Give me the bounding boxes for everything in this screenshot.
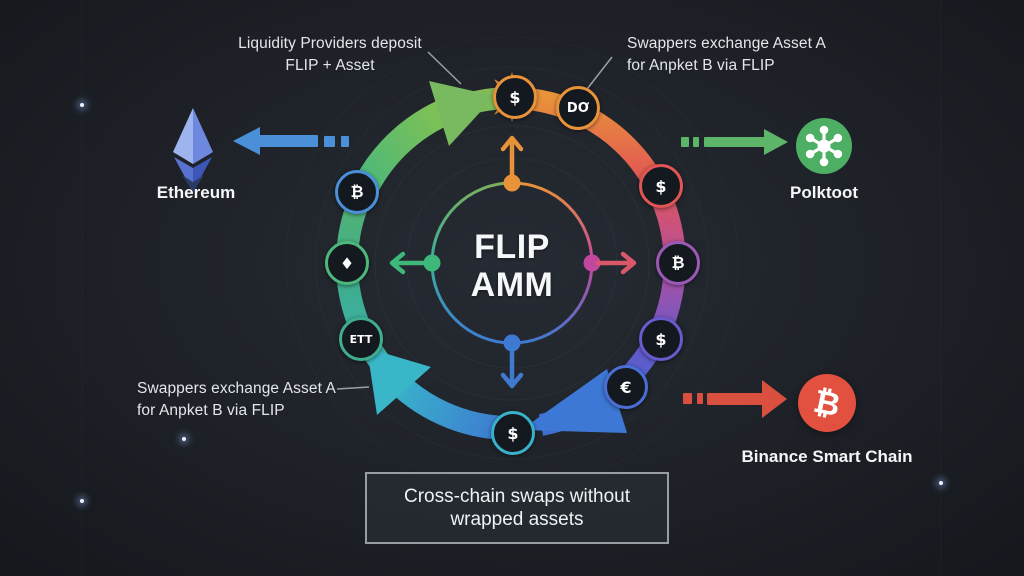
bsc-arrow-dash <box>697 393 703 404</box>
bsc-label: Binance Smart Chain <box>741 447 913 466</box>
inner-arrow-left <box>389 251 429 275</box>
polkadot-arrow-body <box>704 137 766 147</box>
inner-dot-left <box>423 254 441 272</box>
polkadot-arrow-dash <box>681 137 689 147</box>
star-dot <box>182 437 186 441</box>
annotation-line: for Anpket B via FLIP <box>137 402 285 419</box>
annotation-line: FLIP + Asset <box>285 57 375 74</box>
annotation-line: Liquidity Providers deposit <box>238 35 422 52</box>
teal-flow-arrowhead <box>367 348 431 415</box>
bsc-node-icon: ₿ <box>798 374 856 432</box>
pointer-line-top-right <box>583 56 613 94</box>
center-title: FLIP AMM <box>412 228 612 304</box>
badge-eth-token: ♦ <box>325 241 369 285</box>
ethereum-arrow-body <box>258 135 318 147</box>
center-title-line2: AMM <box>470 266 554 304</box>
star-dot <box>80 103 84 107</box>
green-flow-arrowhead <box>429 81 495 146</box>
bitcoin-glyph-icon: ₿ <box>810 381 844 425</box>
footer-line1: Cross-chain swaps without <box>404 486 630 507</box>
badge-bitcoin-right: ₿ <box>656 241 700 285</box>
inner-arrow-down <box>500 346 524 389</box>
inner-dot-bottom <box>503 334 521 352</box>
pointer-line-bottom-left <box>336 386 370 390</box>
ethereum-arrowhead-icon <box>233 127 260 155</box>
badge-euro: € <box>604 365 648 409</box>
polkadot-arrow-dash <box>693 137 699 147</box>
polkadot-label: Polktoot <box>790 183 858 202</box>
bsc-arrowhead-icon <box>762 380 787 418</box>
badge-dollar-right-lower: $ <box>639 317 683 361</box>
badge-dollar-right-upper: $ <box>639 164 683 208</box>
polkadot-arrowhead-icon <box>764 129 788 155</box>
inner-arrow-up <box>500 135 524 181</box>
badge-dollar-bottom: $ <box>491 411 535 455</box>
inner-dot-top <box>503 174 521 192</box>
blue-flow-arrowhead <box>521 369 627 433</box>
annotation-line: Swappers exchange Asset A <box>627 35 826 52</box>
polkadot-node-icon <box>796 118 852 174</box>
star-dot <box>939 481 943 485</box>
badge-do-token: DƠ <box>556 86 600 130</box>
ethereum-logo-icon <box>173 108 213 192</box>
inner-arrow-right <box>595 251 637 275</box>
center-title-line1: FLIP <box>474 228 550 266</box>
annotation-swappers-bottom: Swappers exchange Asset A for Anpket B v… <box>137 378 367 422</box>
inner-dot-right <box>583 254 601 272</box>
annotation-line: Swappers exchange Asset A <box>137 380 336 397</box>
ethereum-label: Ethereum <box>156 183 236 202</box>
pointer-line-top-left <box>427 51 462 85</box>
bsc-arrow-dash <box>683 393 692 404</box>
star-dot <box>80 499 84 503</box>
bsc-arrow-body <box>707 393 764 405</box>
footer-callout: Cross-chain swaps without wrapped assets <box>365 472 669 544</box>
annotation-swappers-top: Swappers exchange Asset A for Anpket B v… <box>627 33 857 77</box>
annotation-line: for Anpket B via FLIP <box>627 57 775 74</box>
badge-bitcoin-left: ₿ <box>335 170 379 214</box>
badge-ett-token: ETT <box>339 317 383 361</box>
badge-dollar-top: $ <box>493 75 537 119</box>
ethereum-arrow-dash <box>341 136 349 147</box>
footer-line2: wrapped assets <box>450 509 584 530</box>
annotation-liquidity-providers: Liquidity Providers deposit FLIP + Asset <box>225 33 435 77</box>
ethereum-arrow-dash <box>324 136 335 147</box>
